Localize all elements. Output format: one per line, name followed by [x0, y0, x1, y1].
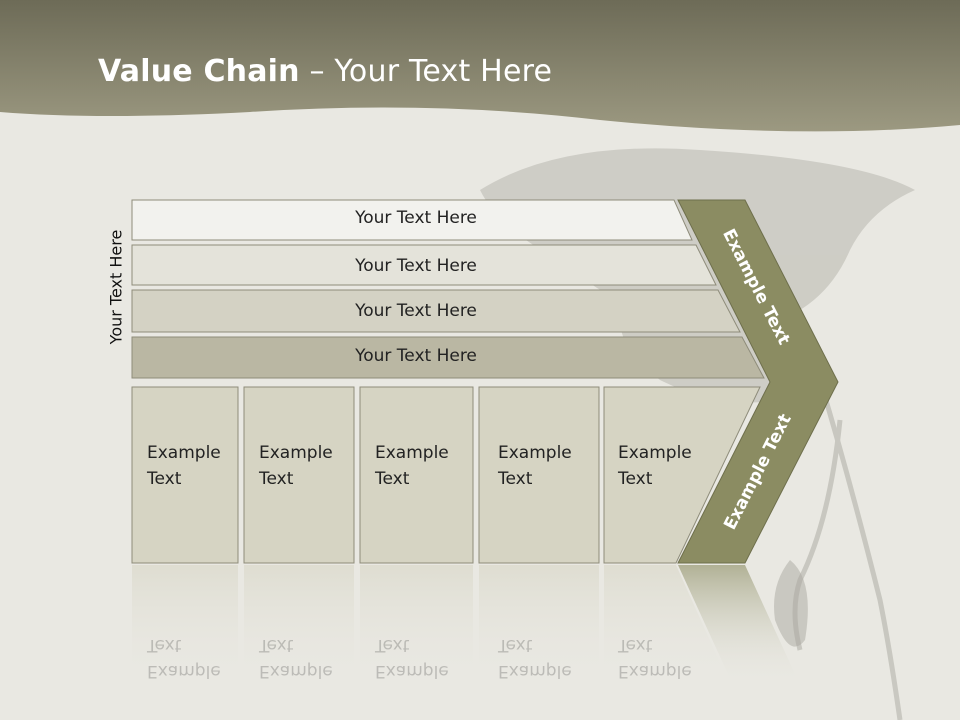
cell-box-2 — [243, 386, 355, 564]
cell-box-4 — [478, 386, 600, 564]
row-bar-4 — [131, 336, 765, 379]
title-rest: – Your Text Here — [299, 54, 553, 89]
row-bar-2 — [131, 244, 717, 286]
cell-text-5: Example Text — [618, 443, 692, 489]
row-bar-1 — [131, 199, 693, 241]
row-text-1: Your Text Here — [355, 208, 477, 228]
cell-text-reflection-5: Example Text — [618, 635, 692, 681]
cell-text-reflection-4: Example Text — [498, 635, 572, 681]
cell-text-2: Example Text — [259, 443, 333, 489]
row-bar-3 — [131, 289, 741, 333]
cell-text-reflection-1: Example Text — [147, 635, 221, 681]
row-text-3: Your Text Here — [355, 301, 477, 321]
cell-text-1: Example Text — [147, 443, 221, 489]
side-label: Your Text Here — [106, 229, 126, 345]
cell-text-4: Example Text — [498, 443, 572, 489]
cell-text-reflection-3: Example Text — [375, 635, 449, 681]
slide-title: Value Chain – Your Text Here — [98, 54, 552, 89]
cell-text-reflection-2: Example Text — [259, 635, 333, 681]
chevron-arrow — [677, 199, 839, 564]
header-band — [0, 0, 960, 132]
row-text-2: Your Text Here — [355, 256, 477, 276]
row-text-4: Your Text Here — [355, 346, 477, 366]
title-bold: Value Chain — [98, 54, 300, 89]
cell-box-3 — [359, 386, 474, 564]
cell-text-3: Example Text — [375, 443, 449, 489]
cell-box-5 — [603, 386, 761, 564]
cell-box-1 — [131, 386, 239, 564]
reflection — [132, 565, 800, 685]
